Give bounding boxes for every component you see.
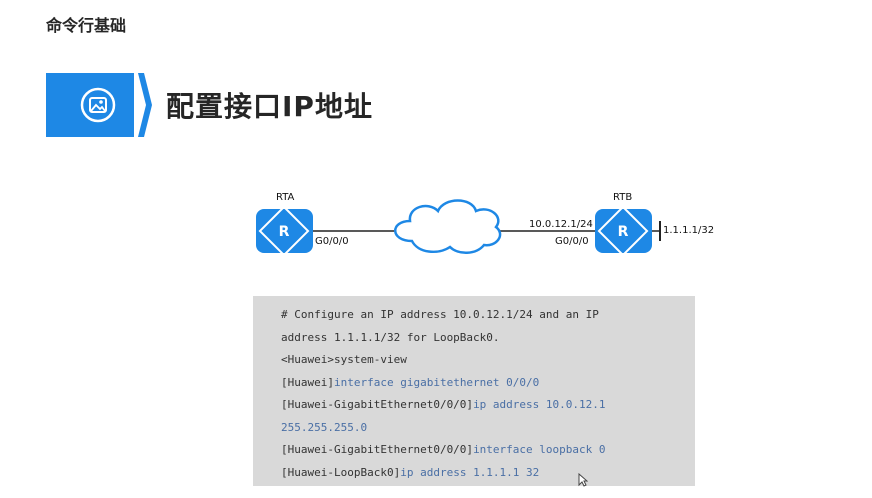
rtb-loopback-label: 1.1.1.1/32 bbox=[663, 225, 715, 236]
code-line: [Huawei-GigabitEthernet0/0/0]ip address … bbox=[281, 398, 606, 411]
section-title: 配置接口IP地址 bbox=[166, 90, 373, 123]
rtb-interface-label: G0/0/0 bbox=[555, 236, 589, 247]
network-cloud-icon bbox=[394, 199, 502, 254]
svg-text:R: R bbox=[279, 224, 290, 240]
section-header: 配置接口IP地址 bbox=[46, 73, 546, 137]
code-line: [Huawei-GigabitEthernet0/0/0]interface l… bbox=[281, 443, 606, 456]
page-title: 命令行基础 bbox=[46, 16, 127, 35]
rtb-router-icon: R bbox=[595, 205, 652, 257]
code-line: 255.255.255.0 bbox=[281, 421, 368, 434]
svg-text:R: R bbox=[618, 224, 629, 240]
code-line: [Huawei-LoopBack0]ip address 1.1.1.1 32 bbox=[281, 466, 540, 479]
code-line: address 1.1.1.1/32 for LoopBack0. bbox=[281, 331, 500, 344]
rta-interface-label: G0/0/0 bbox=[315, 236, 349, 247]
code-line: [Huawei]interface gigabitethernet 0/0/0 bbox=[281, 376, 540, 389]
rta-label: RTA bbox=[276, 192, 295, 203]
code-line: <Huawei>system-view bbox=[281, 353, 407, 366]
rta-router-icon: R bbox=[256, 205, 313, 257]
rtb-label: RTB bbox=[613, 192, 633, 203]
image-icon bbox=[80, 87, 116, 123]
code-block: # Configure an IP address 10.0.12.1/24 a… bbox=[253, 296, 695, 487]
rtb-ip-label: 10.0.12.1/24 bbox=[529, 219, 593, 230]
code-line: # Configure an IP address 10.0.12.1/24 a… bbox=[281, 308, 599, 321]
network-diagram: R R RTA G0/0/0 RTB 10.0.12.1/24 G0/0/0 1… bbox=[240, 185, 730, 265]
section-badge bbox=[46, 73, 152, 137]
mouse-cursor-icon bbox=[578, 473, 588, 487]
